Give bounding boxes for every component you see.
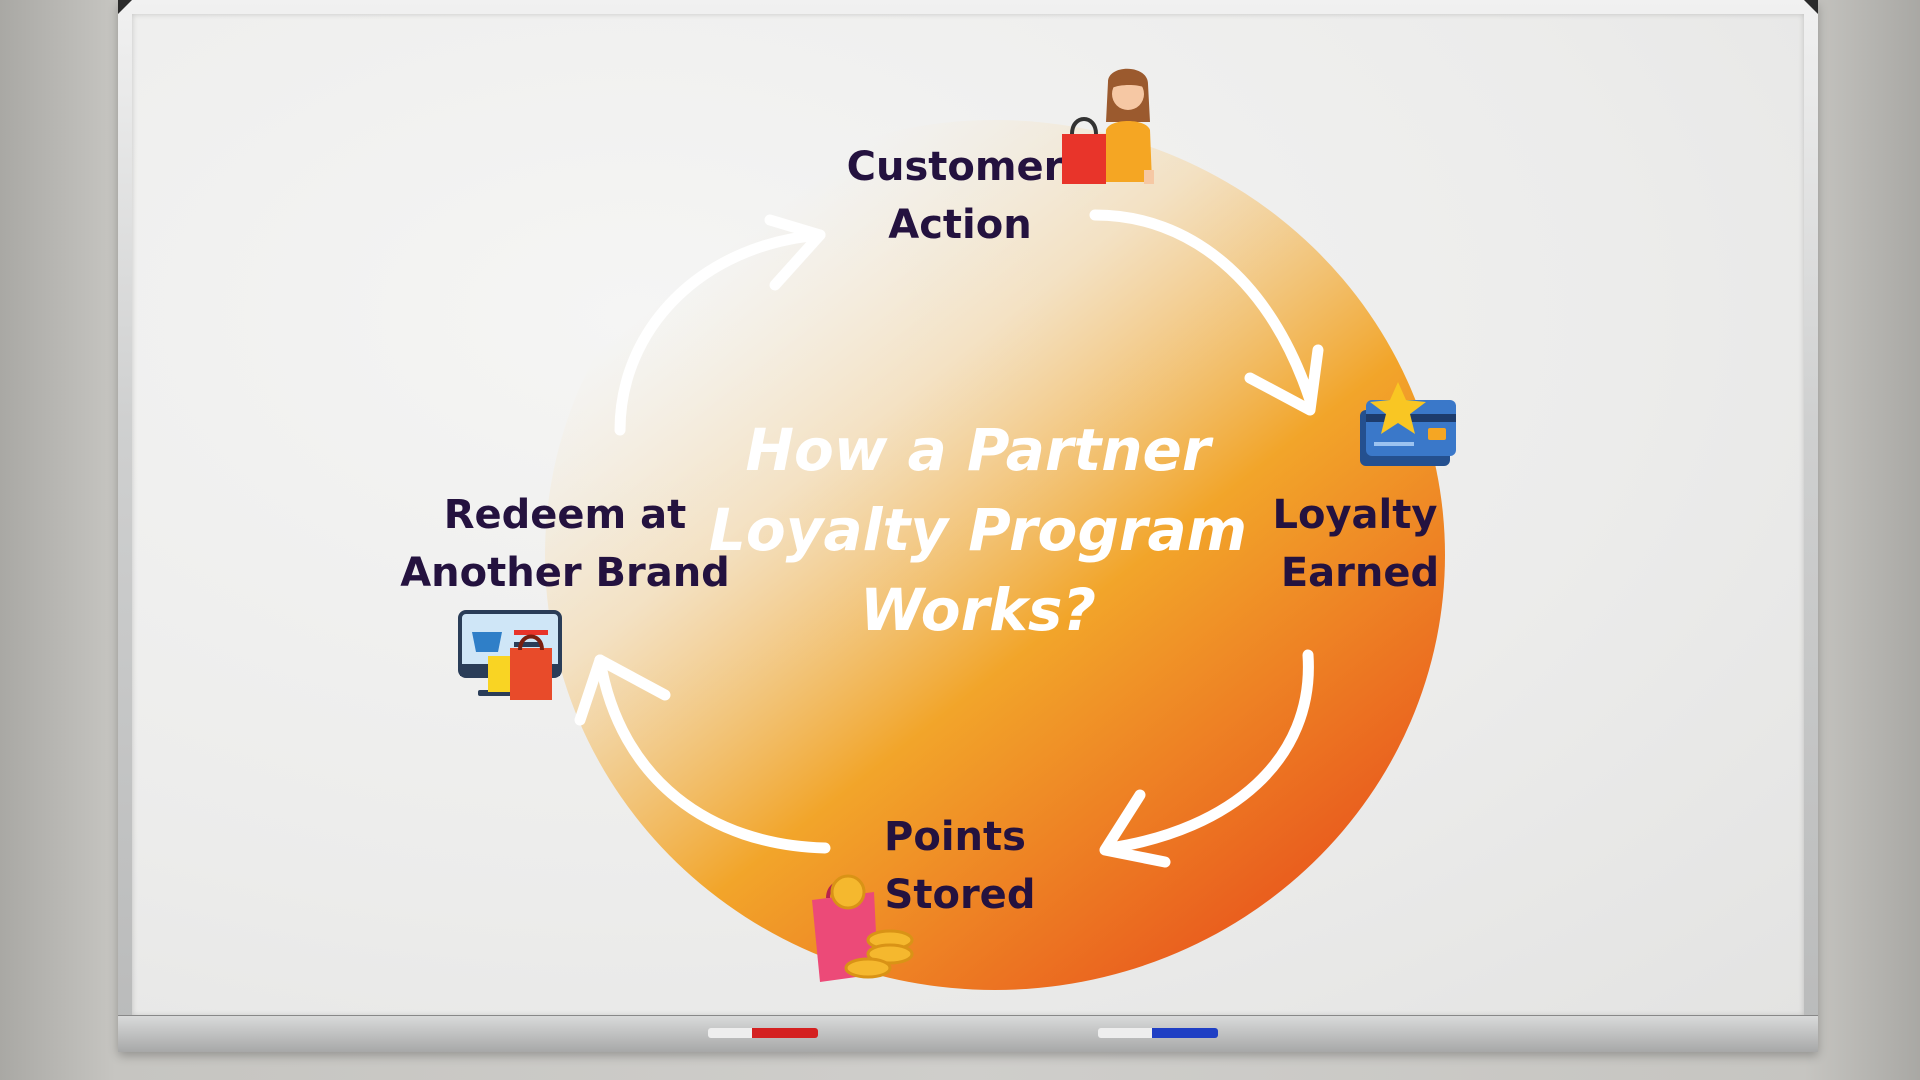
step-redeem-another-brand: Redeem at Another Brand	[400, 492, 730, 596]
step-customer-action-line-1: Customer	[847, 144, 1064, 190]
title-line-2: Loyalty Program	[709, 496, 1247, 564]
step-loyalty-earned-line-2: Earned	[1281, 550, 1439, 596]
arrow-earned-to-stored	[1099, 649, 1314, 868]
title-line-3: Works?	[860, 576, 1096, 644]
step-loyalty-earned-line-1: Loyalty	[1273, 492, 1438, 538]
arrow-stored-to-redeem	[574, 654, 831, 854]
loyalty-card-star-icon	[1360, 382, 1456, 466]
step-points-stored: Points Stored	[884, 814, 1035, 918]
blue-marker	[1098, 1028, 1218, 1038]
diagram-title: How a Partner Loyalty Program Works?	[709, 416, 1247, 644]
arrow-action-to-earned	[1089, 209, 1324, 416]
online-shop-monitor-icon	[458, 610, 562, 700]
red-marker	[708, 1028, 818, 1038]
marker-tray	[118, 1015, 1818, 1052]
step-points-stored-line-2: Stored	[885, 872, 1036, 918]
step-customer-action-line-2: Action	[888, 202, 1031, 248]
gradient-circle	[545, 120, 1445, 990]
step-customer-action: Customer Action	[847, 144, 1064, 248]
step-loyalty-earned: Loyalty Earned	[1273, 492, 1440, 596]
step-redeem-line-2: Another Brand	[400, 550, 730, 596]
step-redeem-line-1: Redeem at	[444, 492, 687, 538]
shopping-bag-coins-icon	[812, 874, 914, 982]
shopper-woman-icon	[1062, 68, 1154, 184]
step-points-stored-line-1: Points	[884, 814, 1026, 860]
title-line-1: How a Partner	[746, 416, 1214, 484]
arrow-redeem-to-action	[614, 214, 826, 436]
